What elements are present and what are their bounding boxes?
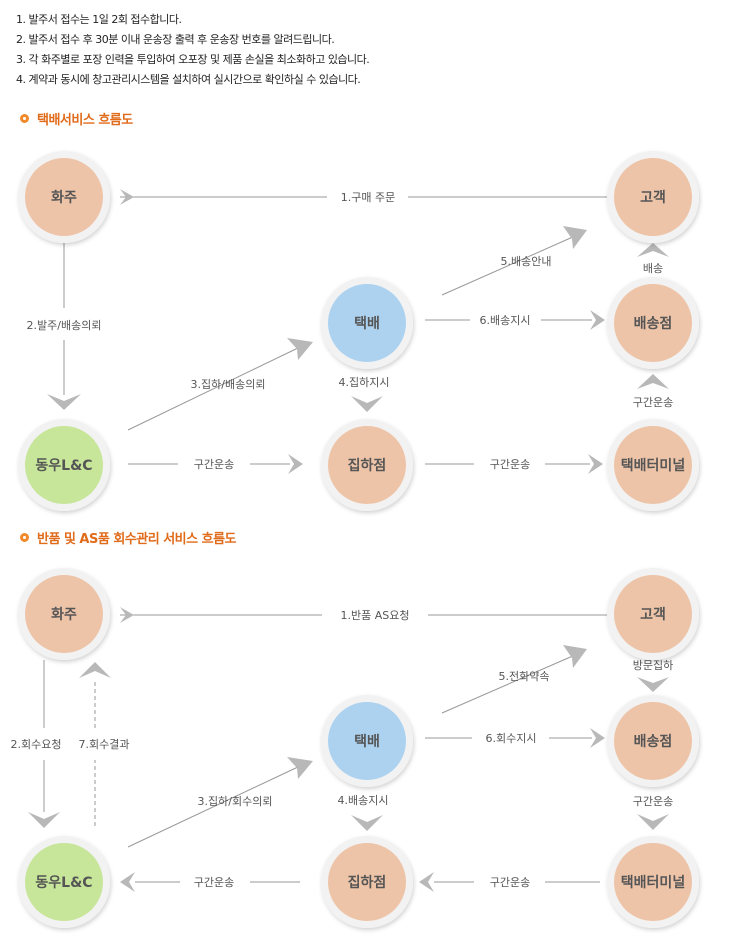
arrow-s1-pickup-instruct-icon [351,396,383,412]
node-s2-delivery-point-label: 배송점 [634,733,673,750]
node-s2-pickup-point: 집하점 [321,836,413,928]
node-s2-shipper: 화주 [18,568,110,660]
arrow-s2-visit-pickup-icon [637,677,669,692]
label-s1-pickup-request: 3.집하/배송의뢰 [191,377,266,391]
arrow-s2-pickup-collect-icon [287,757,313,779]
label-s1-notice: 5.배송안내 [501,255,552,268]
line-s2-pickup-collect [127,765,301,848]
node-s1-pickup-point-label: 집하점 [348,457,387,474]
node-s2-pickup-point-label: 집하점 [348,874,387,891]
node-s2-customer-label: 고객 [640,606,666,623]
section1-diagram: 1.구매 주문 2.발주/배송의뢰 3.집하/배송의뢰 4.집하지시 5.배송안… [18,151,699,511]
arrow-s2-transport-c-icon [637,814,669,830]
arrow-s1-transport-c-icon [637,374,669,389]
node-s1-delivery-point: 배송점 [607,277,699,369]
label-s2-delivery-instruct: 4.배송지시 [338,794,389,807]
label-s1-transport-a: 구간운송 [194,458,234,471]
label-s1-pickup-instruct: 4.집하지시 [339,375,390,389]
circle-bullet-icon [20,533,29,542]
label-s1-request: 2.발주/배송의뢰 [27,319,102,332]
label-s2-transport-c: 구간운송 [633,795,673,808]
line-s2-appointment [441,654,576,714]
node-s1-delivery-point-label: 배송점 [634,315,673,332]
arrow-s1-delivery-instruct-icon [590,310,605,330]
label-s2-pickup-collect: 3.집하/회수의뢰 [198,794,273,808]
note-3: 3. 각 화주별로 포장 인력을 투입하여 오포장 및 제품 손실을 최소화하고… [16,53,370,66]
section2-diagram: 1.반품 AS요청 2.회수요청 7.회수결과 3.집하/회수의뢰 4.배송지시… [11,568,699,928]
node-s1-logistics-label: 동우L&C [35,458,92,474]
node-s1-shipper: 화주 [18,151,110,243]
node-s1-terminal-label: 택배터미널 [621,457,685,474]
label-s2-appointment: 5.전화약속 [499,669,550,683]
node-s1-terminal: 택배터미널 [607,419,699,511]
label-s2-transport-a: 구간운송 [194,876,234,889]
node-s1-pickup-point: 집하점 [321,419,413,511]
node-s1-customer-label: 고객 [640,189,666,206]
arrow-s1-pickup-request-icon [287,338,313,360]
node-s2-delivery-point: 배송점 [607,695,699,787]
note-4: 4. 계약과 동시에 창고관리시스템을 설치하여 실시간으로 확인하실 수 있습… [16,73,361,86]
arrow-s2-delivery-instruct-icon [351,815,383,831]
arrow-s2-collect-request-icon [28,812,60,828]
arrow-s2-appointment-icon [563,645,587,668]
arrow-s2-transport-a-icon [120,872,135,892]
line-s1-notice [441,235,576,296]
arrow-s1-transport-b-icon [588,454,603,474]
node-s2-courier-label: 택배 [354,733,380,750]
arrow-s2-transport-b-icon [419,872,434,892]
node-s2-courier: 택배 [321,695,413,787]
node-s1-logistics: 동우L&C [18,419,110,511]
node-s2-logistics-label: 동우L&C [35,875,92,891]
arrow-s1-deliver-icon [637,243,669,257]
arrow-s2-return-request-icon [120,607,134,623]
line-s1-pickup-request [127,346,301,431]
arrow-s1-notice-icon [563,226,587,249]
arrow-s1-transport-a-icon [288,454,303,474]
note-1: 1. 발주서 접수는 1일 2회 접수합니다. [16,13,182,26]
node-s1-shipper-label: 화주 [51,190,77,206]
label-s1-transport-b: 구간운송 [490,458,530,471]
arrow-s1-request-icon [47,394,81,410]
section1-title-text: 택배서비스 흐름도 [37,113,133,128]
node-s2-terminal-label: 택배터미널 [621,874,685,891]
label-s2-collect-instruct: 6.회수지시 [486,732,537,745]
label-s2-visit-pickup: 방문집하 [633,658,673,672]
note-2: 2. 발주서 접수 후 30분 이내 운송장 출력 후 운송장 번호를 알려드립… [16,33,335,46]
arrow-s2-collect-instruct-icon [590,728,605,748]
node-s2-logistics: 동우L&C [18,836,110,928]
node-s1-courier-label: 택배 [354,315,380,332]
node-s1-courier: 택배 [321,277,413,369]
notes-list: 1. 발주서 접수는 1일 2회 접수합니다. 2. 발주서 접수 후 30분 … [16,10,370,90]
arrow-s1-order-icon [120,189,134,205]
label-s2-collect-request: 2.회수요청 [11,738,62,751]
label-s2-transport-b: 구간운송 [490,876,530,889]
label-s1-order: 1.구매 주문 [341,191,395,204]
node-s2-shipper-label: 화주 [51,607,77,623]
node-s2-terminal: 택배터미널 [607,836,699,928]
section2-title: 반품 및 AS품 회수관리 서비스 흐름도 [20,528,237,547]
label-s2-collect-result: 7.회수결과 [79,738,130,751]
label-s2-return-request: 1.반품 AS요청 [341,609,410,622]
section2-title-text: 반품 및 AS품 회수관리 서비스 흐름도 [37,532,237,547]
node-s2-customer: 고객 [607,568,699,660]
section1-title: 택배서비스 흐름도 [20,109,133,128]
label-s1-deliver: 배송 [643,262,663,275]
label-s1-transport-c: 구간운송 [633,396,673,409]
node-s1-customer: 고객 [607,151,699,243]
arrow-s2-collect-result-icon [79,662,111,678]
circle-bullet-icon [20,114,29,123]
label-s1-delivery-instruct: 6.배송지시 [480,314,531,327]
